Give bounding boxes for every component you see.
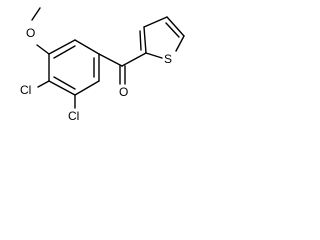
bond-ring-carbonyl: [98, 53, 123, 67]
bond-thio-1-inner: [139, 30, 142, 51]
bond-ring-1: [48, 39, 76, 55]
atom-oxygen-carbonyl: O: [119, 85, 128, 99]
atom-sulfur: S: [164, 52, 172, 66]
bond-ring-1-inner: [53, 45, 76, 59]
structure-canvas: O Cl Cl O S: [0, 0, 194, 132]
bond-ring-5: [48, 80, 76, 96]
bond-o-ring: [36, 44, 50, 55]
bond-thio-2: [143, 16, 168, 28]
bond-cl3: [37, 80, 50, 88]
bond-thio-1: [143, 26, 147, 54]
bond-methyl-o: [31, 7, 41, 21]
bond-thio-5: [145, 52, 163, 59]
bond-thio-3: [166, 16, 185, 37]
atom-oxygen-methoxy: O: [26, 26, 35, 40]
bond-thio-4: [175, 35, 185, 52]
atom-chlorine-2: Cl: [68, 109, 79, 123]
bond-ring-4: [74, 80, 100, 96]
chemical-structure: O Cl Cl O S: [20, 7, 185, 123]
bond-ring-5-inner: [53, 76, 76, 90]
bond-carbonyl-thiophene: [121, 52, 147, 67]
bond-ring-2: [74, 39, 100, 55]
bond-thio-3-inner: [165, 22, 180, 38]
atom-chlorine-3: Cl: [20, 83, 31, 97]
